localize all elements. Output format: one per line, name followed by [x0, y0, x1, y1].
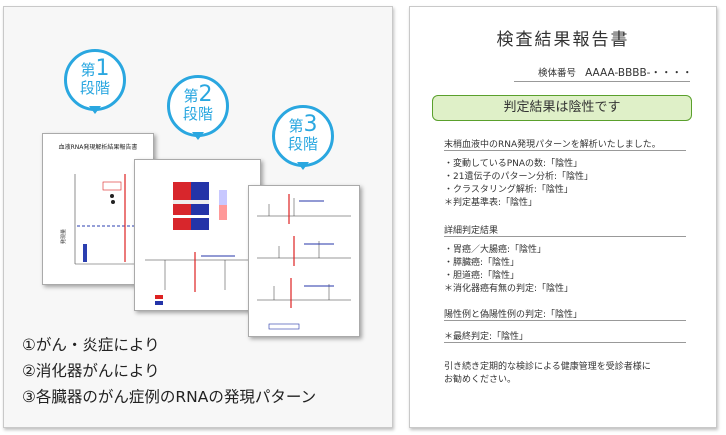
- section1-item: ・クラスタリング解析:「陰性」: [444, 185, 573, 195]
- pos-neg-result: 陽性例と偽陽性例の判定:「陰性」: [444, 310, 583, 320]
- specimen-value: AAAA-BBBB-・・・・: [585, 67, 693, 79]
- final-rule: [444, 342, 686, 343]
- stage1-number: 1: [95, 56, 110, 81]
- closing-line: 引き続き定期的な検診による健康管理を受診者様に: [444, 362, 651, 372]
- verdict-box: 判定結果は陰性です: [432, 95, 692, 121]
- final-result: ＊最終判定:「陰性」: [444, 332, 529, 342]
- section1-rule: [444, 150, 686, 151]
- stage1-suffix: 段階: [79, 79, 110, 97]
- section1-item: ・21遺伝子のパターン分析:「陰性」: [444, 172, 594, 182]
- stage2-suffix: 段階: [182, 105, 213, 123]
- stage2-prefix: 第: [183, 87, 199, 105]
- caption-stage3: ③各臓器のがん症例のRNAの発現パターン: [22, 388, 317, 406]
- stage3-suffix: 段階: [287, 135, 318, 153]
- stage2-report-thumbnail: [134, 159, 261, 311]
- doc3-dendrograms: [257, 194, 351, 330]
- stage3-report-thumbnail: [248, 185, 360, 337]
- section1-heading: 末梢血液中のRNA発現パターンを解析いたしました。: [444, 140, 661, 150]
- stage3-bubble: 第3 段階: [272, 105, 334, 170]
- stage1-prefix: 第: [80, 61, 96, 79]
- doc1-title: 血液RNA発現解析結果報告書: [58, 144, 138, 151]
- section2-rule: [444, 236, 686, 237]
- pos-neg-rule: [444, 320, 686, 321]
- section2-item: ・胆道癌:「陰性」: [444, 271, 520, 281]
- doc2-heatmap: [145, 182, 250, 305]
- doc1-plot: 発現量: [60, 174, 143, 265]
- section2-item: ＊消化器癌有無の判定:「陰性」: [444, 284, 574, 294]
- section1-item: ・変動しているPNAの数:「陰性」: [444, 159, 583, 169]
- specimen-number: 検体番号 AAAA-BBBB-・・・・: [538, 65, 692, 80]
- closing-line: お勧めください。: [444, 375, 517, 385]
- stage3-prefix: 第: [288, 117, 304, 135]
- stage3-number: 3: [303, 112, 318, 137]
- section1-item: ＊判定基準表:「陰性」: [444, 198, 538, 208]
- section2-item: ・胃癌／大腸癌:「陰性」: [444, 245, 547, 255]
- stages-panel: 第1 段階 第2 段階 第3 段階 血液RNA発現解析結果報告書 発現量: [3, 6, 393, 428]
- section2-heading: 詳細判定結果: [444, 226, 499, 236]
- stage2-number: 2: [198, 82, 213, 107]
- section2-item: ・膵臓癌:「陰性」: [444, 258, 520, 268]
- stage2-bubble: 第2 段階: [167, 75, 229, 140]
- result-report: 検査結果報告書 検体番号 AAAA-BBBB-・・・・ 判定結果は陰性です 末梢…: [409, 6, 717, 428]
- caption-stage1: ①がん・炎症により: [22, 336, 160, 354]
- report-title: 検査結果報告書: [496, 30, 630, 50]
- specimen-underline: [514, 81, 690, 82]
- stage1-bubble: 第1 段階: [64, 49, 126, 114]
- specimen-label: 検体番号: [538, 68, 577, 79]
- caption-stage2: ②消化器がんにより: [22, 362, 160, 380]
- svg-text:発現量: 発現量: [60, 229, 67, 244]
